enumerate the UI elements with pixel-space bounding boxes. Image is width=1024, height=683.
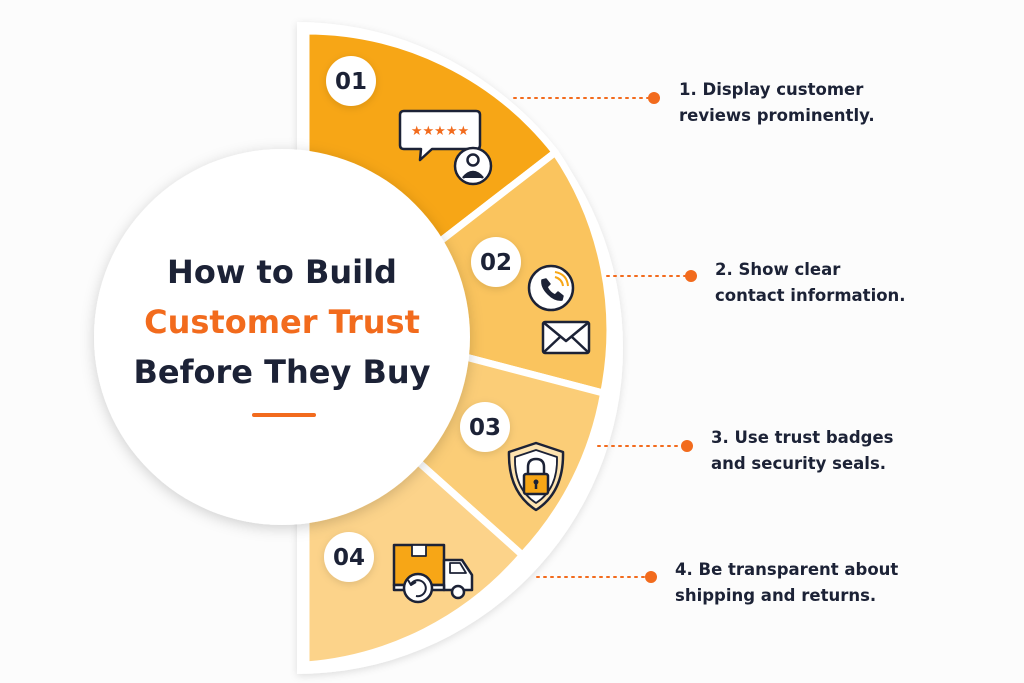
step-2-label-line-2: contact information. xyxy=(715,286,906,305)
step-number-02: 02 xyxy=(480,250,512,276)
title-line-3: Before They Buy xyxy=(134,353,431,391)
step-3-label: 3. Use trust badges and security seals. xyxy=(711,425,893,477)
step-2-label-line-1: 2. Show clear xyxy=(715,260,841,279)
step-2-label: 2. Show clear contact information. xyxy=(715,257,906,309)
step-3-label-line-2: and security seals. xyxy=(711,454,887,473)
step-number-04: 04 xyxy=(333,545,365,571)
connector-3 xyxy=(597,440,693,452)
step-1-label-line-1: 1. Display customer xyxy=(679,80,864,99)
center-circle xyxy=(94,149,470,525)
step-number-01: 01 xyxy=(335,69,367,95)
phone-and-mail-icon xyxy=(527,264,591,355)
step-number-badge-03: 03 xyxy=(460,402,510,452)
step-4-label-line-2: shipping and returns. xyxy=(675,586,877,605)
connector-2 xyxy=(606,270,697,282)
step-4-label: 4. Be transparent about shipping and ret… xyxy=(675,557,898,609)
step-number-03: 03 xyxy=(469,415,501,441)
svg-text:★★★★★: ★★★★★ xyxy=(411,124,469,139)
step-number-badge-01: 01 xyxy=(326,56,376,106)
customer-review-icon: ★★★★★ xyxy=(398,109,493,186)
title: How to Build Customer Trust Before They … xyxy=(134,253,431,391)
delivery-truck-returns-icon xyxy=(392,543,474,604)
step-number-badge-02: 02 xyxy=(471,237,521,287)
step-number-badge-04: 04 xyxy=(324,532,374,582)
connector-1 xyxy=(513,92,660,104)
title-line-2: Customer Trust xyxy=(144,303,420,341)
step-3-label-line-1: 3. Use trust badges xyxy=(711,428,894,447)
step-1-label: 1. Display customer reviews prominently. xyxy=(679,77,875,129)
step-4-label-line-1: 4. Be transparent about xyxy=(675,560,899,579)
security-shield-lock-icon xyxy=(507,441,565,512)
step-1-label-line-2: reviews prominently. xyxy=(679,106,875,125)
connector-4 xyxy=(536,571,657,583)
title-line-1: How to Build xyxy=(167,253,397,291)
